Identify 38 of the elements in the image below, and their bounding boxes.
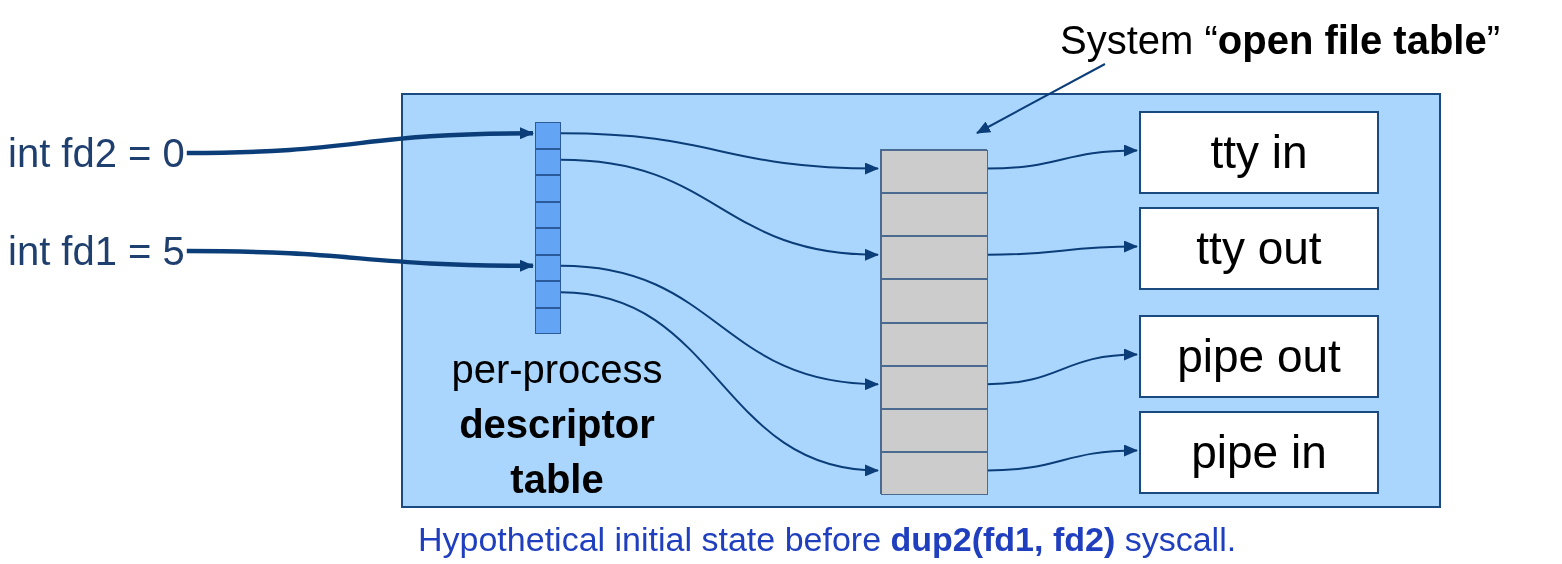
arrow <box>560 158 879 261</box>
arrow <box>186 248 534 272</box>
arrow <box>986 348 1138 386</box>
variable-text: int fd2 = 0 <box>8 122 240 184</box>
table-slot <box>535 175 561 202</box>
table-row <box>881 193 988 237</box>
variable-text: int fd1 = 5 <box>8 220 240 282</box>
arrow <box>986 144 1138 170</box>
file-box: tty out <box>1139 207 1379 290</box>
table-row <box>881 365 988 409</box>
caption-text: Hypothetical initial state before dup2(fd1, fd2) syscall. <box>418 520 1237 559</box>
arrow <box>186 127 534 156</box>
table-caption: per-process descriptor table <box>450 346 664 504</box>
file-box: pipe in <box>1139 411 1379 494</box>
table-row <box>881 150 988 194</box>
table-slot <box>535 201 561 228</box>
table-row <box>881 322 988 366</box>
table-title: System “open file table” <box>1010 8 1550 72</box>
table-row <box>881 408 988 452</box>
arrow <box>986 444 1138 472</box>
table-slot <box>535 228 561 255</box>
arrow <box>560 132 879 175</box>
table-row <box>881 279 988 323</box>
table-slot <box>535 281 561 308</box>
arrow <box>560 264 879 390</box>
table-row <box>881 451 988 495</box>
table-row <box>881 236 988 280</box>
arrow <box>986 240 1138 256</box>
kernel-panel <box>401 93 1441 508</box>
leader-arrow <box>976 63 1106 134</box>
table-slot <box>535 254 561 281</box>
file-box: pipe out <box>1139 315 1379 398</box>
file-box: tty in <box>1139 111 1379 194</box>
file-table <box>880 149 987 494</box>
table-slot <box>535 148 561 175</box>
table-slot <box>535 307 561 334</box>
arrow <box>560 291 879 476</box>
table-slot <box>535 122 561 149</box>
